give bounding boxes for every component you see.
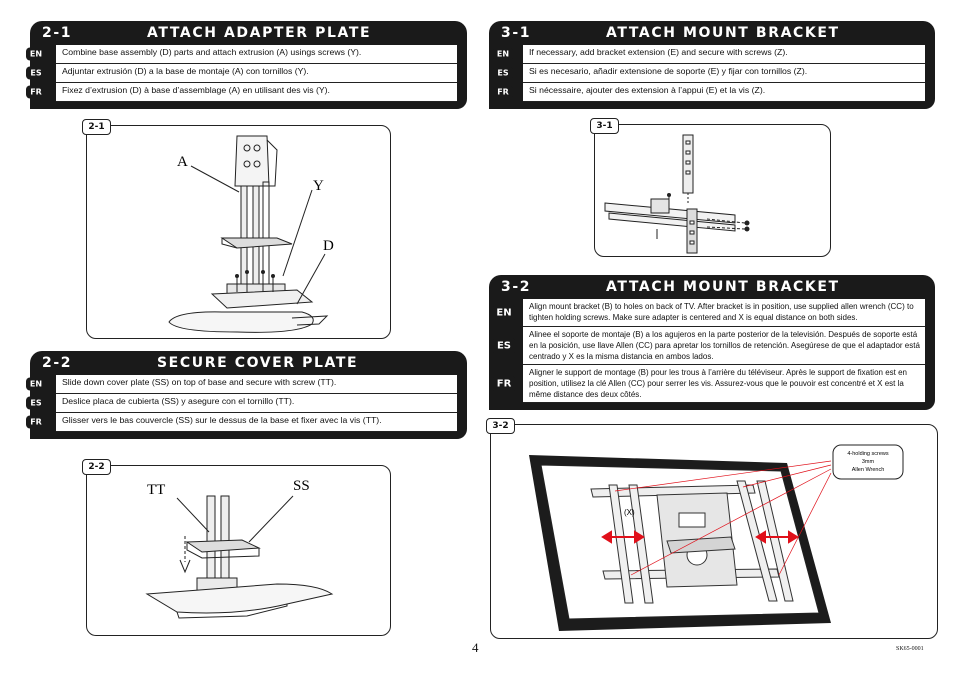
document-code: SK65-0001 [896, 646, 924, 652]
callout-tt: TT [147, 482, 165, 498]
instruction-rows: EN If necessary, add bracket extension (… [489, 45, 935, 109]
instruction-row-fr: FR Glisser vers le bas couvercle (SS) su… [26, 413, 457, 432]
instruction-row-es: ES Alinee el soporte de montaje (B) a lo… [493, 327, 925, 365]
callout-d: D [323, 238, 334, 254]
note-line-2: 3mm [862, 459, 875, 465]
instruction-row-es: ES Si es necesario, añadir extensione de… [493, 64, 925, 83]
instruction-rows: EN Combine base assembly (D) parts and a… [26, 45, 467, 109]
instruction-text: Deslice placa de cubierta (SS) y asegure… [62, 396, 295, 406]
bracket-extension-diagram [604, 134, 750, 254]
instruction-text: Glisser vers le bas couvercle (SS) sur l… [62, 415, 382, 425]
instruction-text: Aligner le support de montage (B) pour l… [529, 368, 907, 399]
instruction-row-es: ES Adjuntar extrusión (D) a la base de m… [26, 64, 457, 83]
lang-badge-fr: FR [26, 415, 46, 429]
instruction-row-fr: FR Aligner le support de montage (B) pou… [493, 365, 925, 403]
lang-badge-es: ES [26, 396, 46, 410]
lang-badge-fr: FR [26, 85, 46, 99]
lang-badge-en: EN [26, 47, 46, 61]
section-3-1: 3-1 ATTACH MOUNT BRACKET EN If necessary… [489, 21, 935, 109]
callout-y: Y [313, 178, 324, 194]
panel-label: 3-1 [590, 118, 619, 134]
step-number: 3-2 [501, 279, 532, 295]
step-title: SECURE COVER PLATE [157, 355, 359, 371]
instruction-rows: EN Align mount bracket (B) to holes on b… [489, 299, 935, 410]
section-3-2: 3-2 ATTACH MOUNT BRACKET EN Align mount … [489, 275, 935, 410]
page-number: 4 [472, 640, 479, 655]
instruction-row-fr: FR Fixez d’extrusion (D) à base d’assemb… [26, 83, 457, 102]
lang-badge-es: ES [493, 66, 513, 80]
step-title: ATTACH MOUNT BRACKET [606, 25, 840, 41]
panel-label: 3-2 [486, 418, 515, 434]
mount-bracket-diagram: 4-holding screws 3mm Allen Wrench (X) [529, 444, 904, 631]
x-mark: (X) [624, 508, 635, 517]
diagram-panel-2-1: 2-1 [82, 119, 391, 339]
lang-badge-fr: FR [493, 85, 513, 99]
instruction-text: Align mount bracket (B) to holes on back… [529, 302, 914, 322]
instruction-text: Si nécessaire, ajouter des extension à l… [529, 85, 766, 95]
callout-a: A [177, 154, 188, 170]
lang-badge-es: ES [26, 66, 46, 80]
instruction-text: Fixez d’extrusion (D) à base d’assemblag… [62, 85, 330, 95]
instruction-row-en: EN Combine base assembly (D) parts and a… [26, 45, 457, 64]
section-2-1: 2-1 ATTACH ADAPTER PLATE EN Combine base… [26, 21, 467, 109]
diagram-panel-2-2: 2-2 TT SS [82, 459, 391, 636]
panel-label: 2-2 [82, 459, 111, 475]
note-line-3: Allen Wrench [852, 467, 885, 473]
lang-badge-en: EN [493, 304, 515, 321]
instruction-text: Si es necesario, añadir extensione de so… [529, 66, 808, 76]
lang-badge-en: EN [26, 377, 46, 391]
lang-badge-en: EN [493, 47, 513, 61]
instruction-text: Combine base assembly (D) parts and atta… [62, 47, 362, 57]
section-header: 3-2 ATTACH MOUNT BRACKET [489, 275, 935, 299]
instruction-row-en: EN If necessary, add bracket extension (… [493, 45, 925, 64]
step-number: 2-2 [42, 355, 73, 371]
section-header: 3-1 ATTACH MOUNT BRACKET [489, 21, 935, 45]
cover-plate-diagram: TT SS [145, 478, 334, 619]
instruction-rows: EN Slide down cover plate (SS) on top of… [26, 375, 467, 439]
adapter-plate-diagram: A Y D [168, 135, 334, 333]
instruction-text: Alinee el soporte de montaje (B) a los a… [529, 330, 920, 361]
step-number: 3-1 [501, 25, 532, 41]
instruction-row-en: EN Align mount bracket (B) to holes on b… [493, 299, 925, 327]
section-2-2: 2-2 SECURE COVER PLATE EN Slide down cov… [26, 351, 467, 439]
step-number: 2-1 [42, 25, 73, 41]
note-line-1: 4-holding screws [847, 451, 889, 457]
instruction-row-es: ES Deslice placa de cubierta (SS) y aseg… [26, 394, 457, 413]
instruction-row-fr: FR Si nécessaire, ajouter des extension … [493, 83, 925, 102]
lang-badge-es: ES [493, 337, 515, 354]
panel-label: 2-1 [82, 119, 111, 135]
diagram-panel-3-1: 3-1 [590, 118, 831, 257]
lang-badge-fr: FR [493, 375, 515, 392]
section-header: 2-1 ATTACH ADAPTER PLATE [30, 21, 467, 45]
instruction-row-en: EN Slide down cover plate (SS) on top of… [26, 375, 457, 394]
section-header: 2-2 SECURE COVER PLATE [30, 351, 467, 375]
step-title: ATTACH ADAPTER PLATE [147, 25, 372, 41]
instruction-text: Adjuntar extrusión (D) a la base de mont… [62, 66, 309, 76]
instruction-text: If necessary, add bracket extension (E) … [529, 47, 788, 57]
callout-ss: SS [293, 478, 310, 494]
step-title: ATTACH MOUNT BRACKET [606, 279, 840, 295]
instruction-text: Slide down cover plate (SS) on top of ba… [62, 377, 337, 387]
diagram-panel-3-2: 3-2 [486, 418, 938, 639]
